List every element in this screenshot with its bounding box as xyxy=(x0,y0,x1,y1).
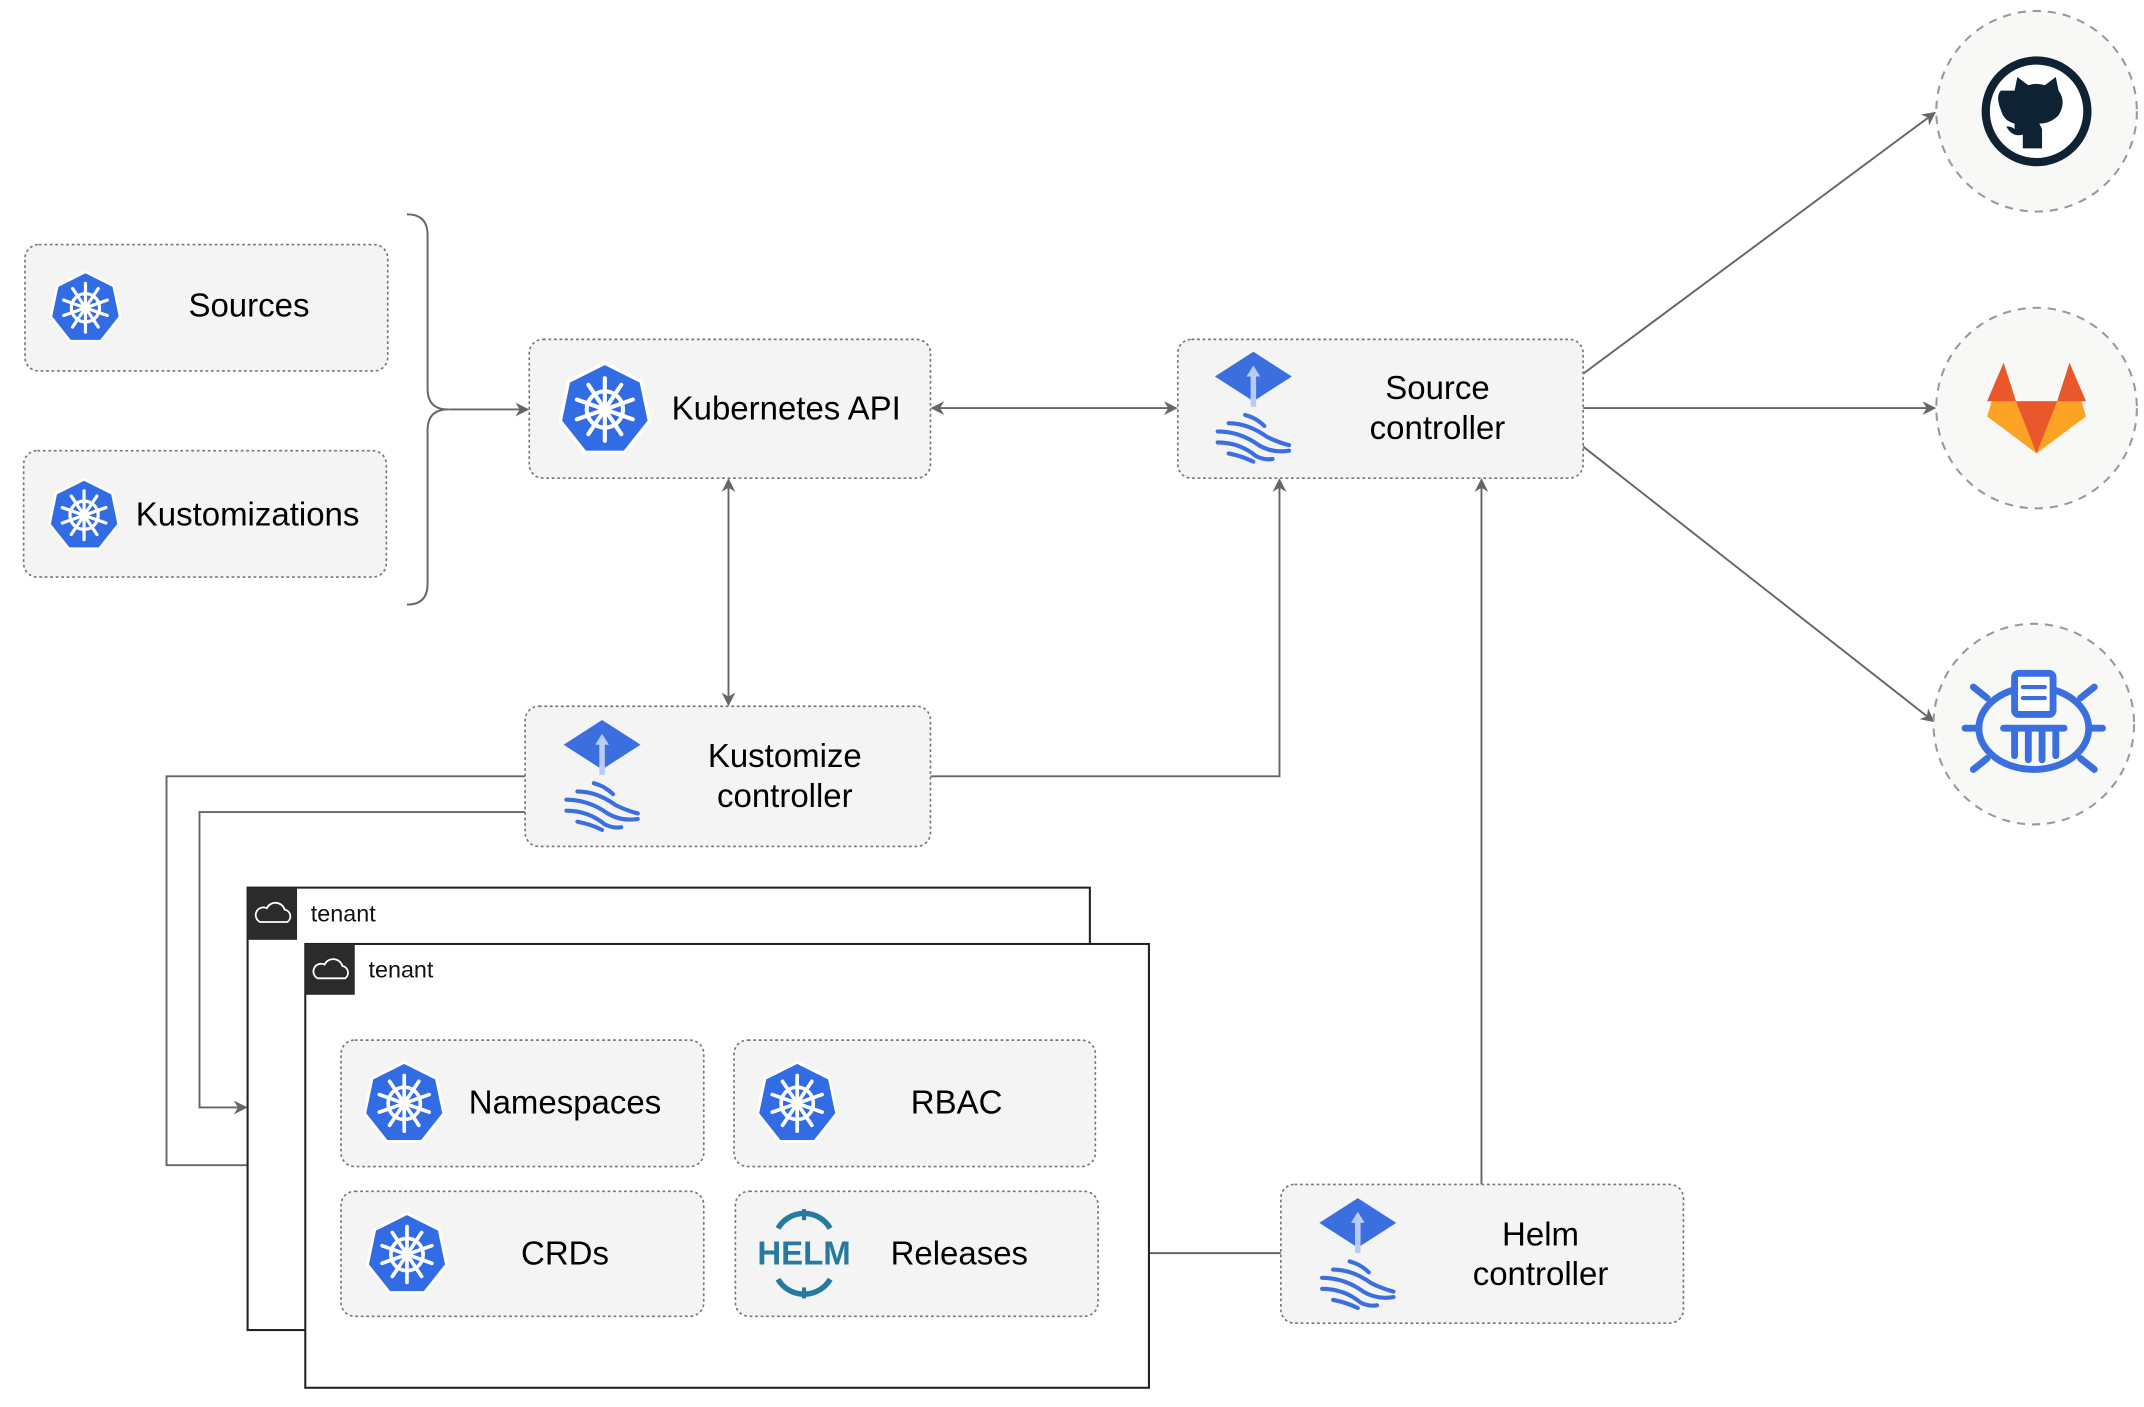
tenant-label: tenant xyxy=(369,957,434,983)
kustomize-controller-node[interactable]: Kustomize controller xyxy=(524,705,932,848)
namespaces-node[interactable]: Namespaces xyxy=(340,1039,705,1168)
tenant-label: tenant xyxy=(311,900,376,926)
source-controller-label-line1: Source xyxy=(1385,369,1489,406)
rbac-label: RBAC xyxy=(911,1083,1003,1120)
arrow-source-to-github xyxy=(1582,111,1936,375)
helm-controller-label-line2: controller xyxy=(1473,1255,1609,1292)
releases-label: Releases xyxy=(891,1235,1028,1272)
kustomize-controller-label-line1: Kustomize xyxy=(708,737,862,774)
kustomize-controller-label-line2: controller xyxy=(717,777,853,814)
kustomizations-label: Kustomizations xyxy=(136,495,360,532)
helm-icon: HELM xyxy=(757,1209,851,1299)
cloud-icon xyxy=(254,901,292,923)
crds-node[interactable]: CRDs xyxy=(340,1190,705,1318)
crds-label: CRDs xyxy=(521,1235,609,1272)
namespaces-label: Namespaces xyxy=(469,1083,661,1120)
helm-logo-text: HELM xyxy=(757,1235,850,1272)
rbac-node[interactable]: RBAC xyxy=(733,1039,1097,1168)
github-icon xyxy=(1981,56,2092,167)
helm-controller-label-line1: Helm xyxy=(1502,1215,1579,1252)
arrow-kustomize-to-tenant-back xyxy=(198,811,526,1115)
arrow-source-to-bucket xyxy=(1582,445,1935,723)
bucket-icon xyxy=(1961,669,2106,773)
source-controller-node[interactable]: Source controller xyxy=(1176,338,1584,479)
github-node[interactable] xyxy=(1935,9,2138,213)
kubernetes-api-label: Kubernetes API xyxy=(672,390,901,427)
arrow-kustomize-to-source xyxy=(930,478,1287,778)
kubernetes-api-node[interactable]: Kubernetes API xyxy=(528,338,932,479)
gitlab-node[interactable] xyxy=(1935,306,2138,510)
gitlab-icon xyxy=(1987,362,2087,454)
source-controller-label-line2: controller xyxy=(1370,409,1506,446)
cloud-icon xyxy=(312,958,349,980)
helm-controller-node[interactable]: Helm controller xyxy=(1280,1183,1685,1325)
sources-node[interactable]: Sources xyxy=(24,243,389,372)
releases-node[interactable]: HELM Releases xyxy=(734,1190,1099,1318)
bracket xyxy=(406,213,449,606)
sources-label: Sources xyxy=(188,286,309,323)
arrow-kustomize-to-tenant-front xyxy=(165,775,526,1173)
kustomizations-node[interactable]: Kustomizations xyxy=(22,449,388,578)
bucket-node[interactable] xyxy=(1932,622,2136,826)
